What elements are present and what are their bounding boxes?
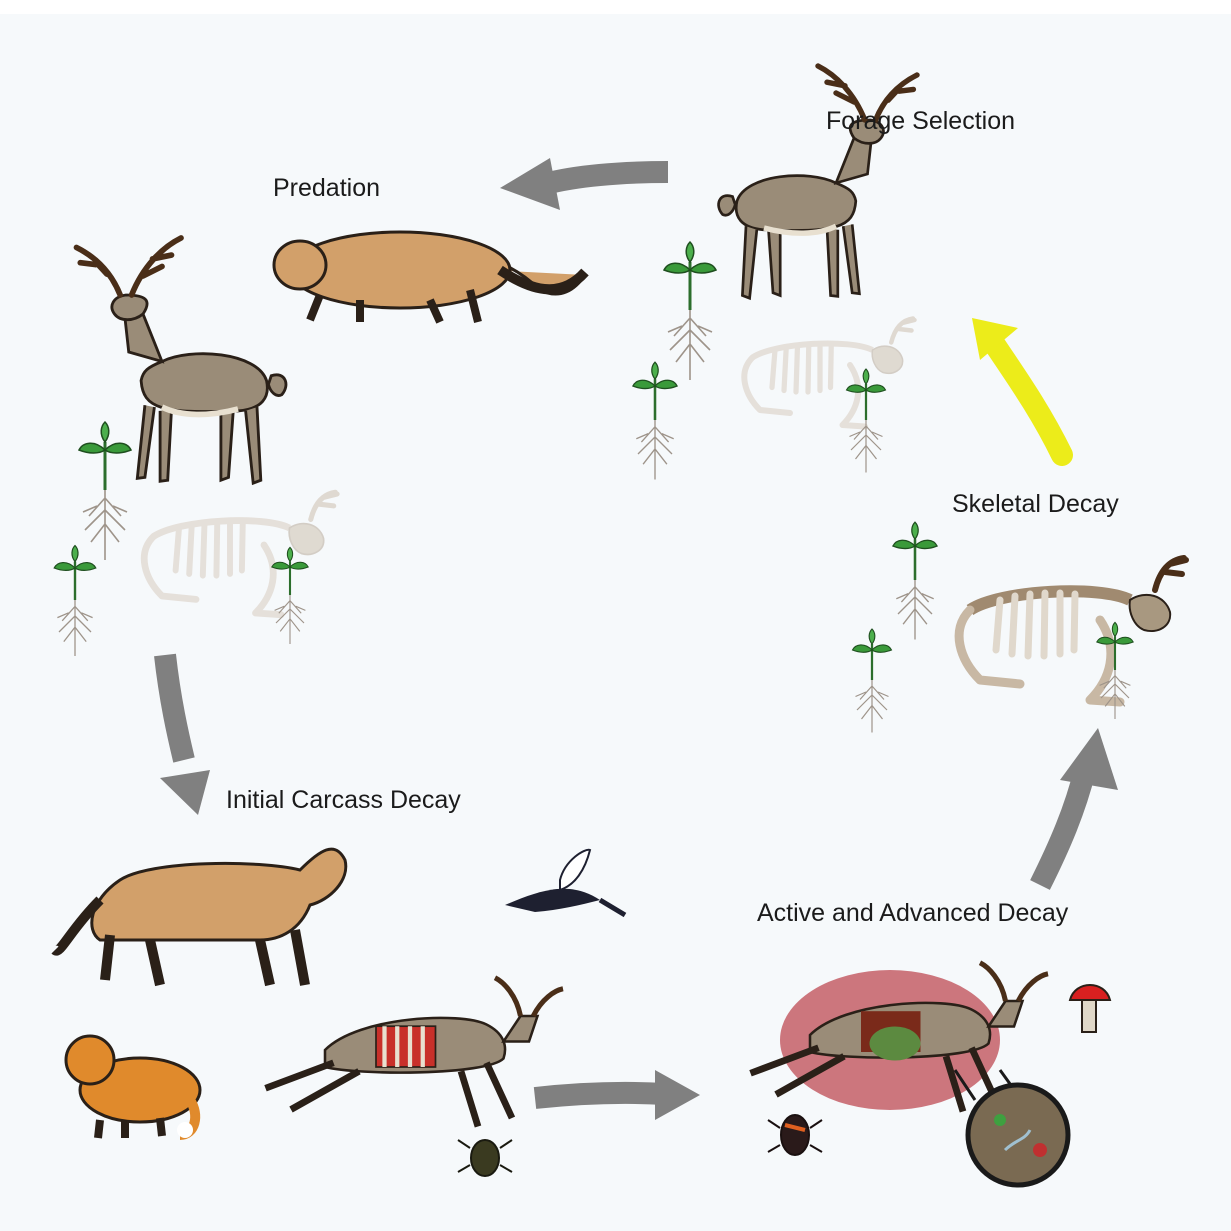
label-predation: Predation bbox=[273, 174, 380, 203]
top-border bbox=[0, 0, 1231, 14]
label-forage-selection: Forage Selection bbox=[826, 107, 1015, 136]
label-initial-carcass-decay: Initial Carcass Decay bbox=[226, 786, 461, 815]
label-skeletal-decay: Skeletal Decay bbox=[952, 490, 1119, 519]
label-active-advanced-decay: Active and Advanced Decay bbox=[757, 899, 1068, 928]
